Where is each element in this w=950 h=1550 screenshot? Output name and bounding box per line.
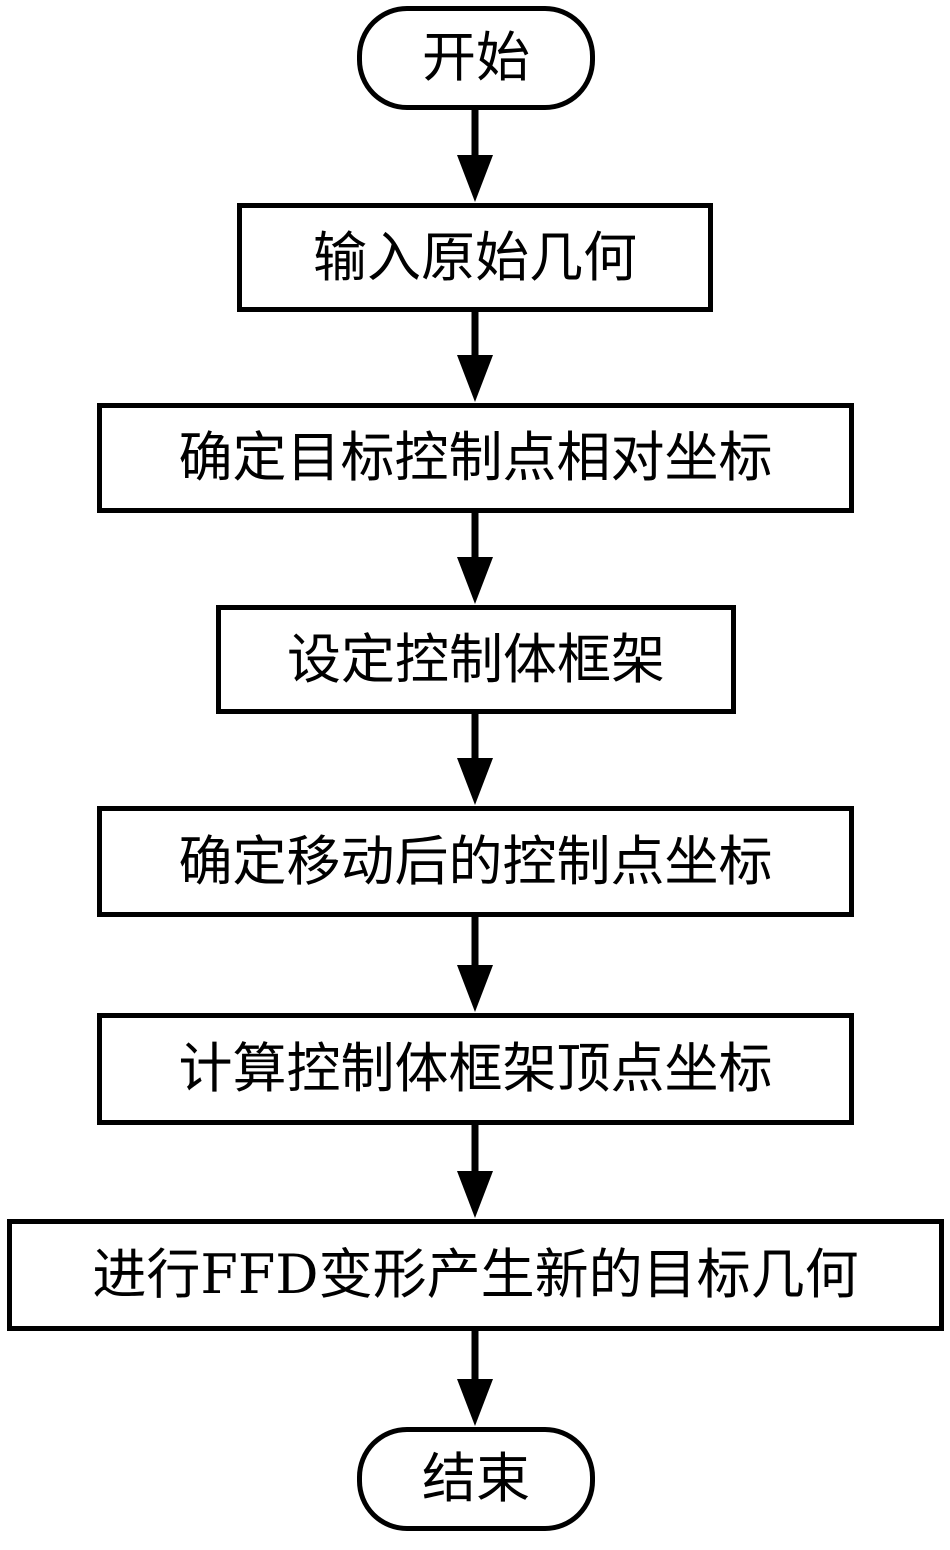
step-ffd-deformation: 进行FFD变形产生新的目标几何 <box>7 1219 944 1331</box>
step-input-geometry: 输入原始几何 <box>237 203 713 312</box>
step-target-control-points-label: 确定目标控制点相对坐标 <box>178 426 773 489</box>
end-label: 结束 <box>422 1447 530 1510</box>
start-terminal: 开始 <box>357 6 595 110</box>
step-ffd-deformation-label: 进行FFD变形产生新的目标几何 <box>92 1243 859 1306</box>
step-set-control-frame-label: 设定控制体框架 <box>287 627 665 691</box>
step-moved-control-points-label: 确定移动后的控制点坐标 <box>178 829 773 893</box>
arrow-step-3-to-step-4 <box>457 713 493 805</box>
arrow-step-2-to-step-3 <box>457 512 493 604</box>
step-frame-vertex-coordinates: 计算控制体框架顶点坐标 <box>97 1013 854 1125</box>
arrow-step-4-to-step-5 <box>457 916 493 1012</box>
step-input-geometry-label: 输入原始几何 <box>313 225 637 289</box>
arrow-start-to-step-1 <box>457 109 493 202</box>
arrow-step-1-to-step-2 <box>457 311 493 402</box>
step-set-control-frame: 设定控制体框架 <box>216 605 736 714</box>
arrow-step-6-to-end <box>457 1330 493 1426</box>
end-terminal: 结束 <box>357 1427 595 1531</box>
step-frame-vertex-coordinates-label: 计算控制体框架顶点坐标 <box>178 1037 773 1100</box>
start-label: 开始 <box>422 26 530 89</box>
step-moved-control-points: 确定移动后的控制点坐标 <box>97 806 854 917</box>
step-target-control-points: 确定目标控制点相对坐标 <box>97 403 854 513</box>
arrow-step-5-to-step-6 <box>457 1124 493 1218</box>
